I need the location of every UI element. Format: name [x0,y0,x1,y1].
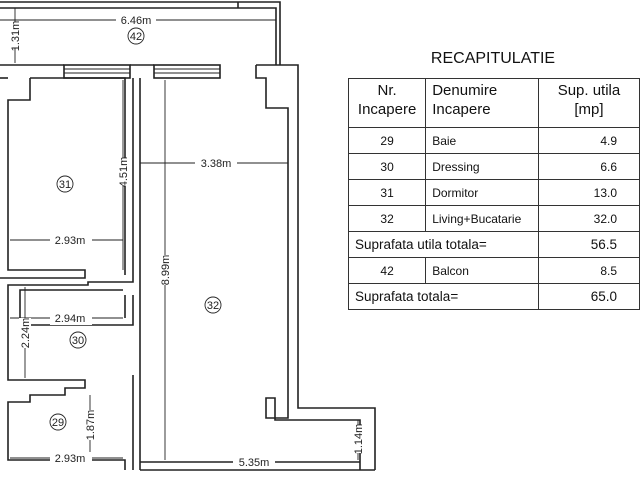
useful-total-label: Suprafata utila totala= [348,231,539,258]
cell-name: Dormitor [425,179,539,206]
header-area: Sup. utila [mp] [537,78,640,128]
cell-area: 4.9 [537,127,640,154]
cell-name: Living+Bucatarie [425,205,539,232]
cell-nr: 42 [347,257,427,284]
dim-bedroom-height: 4.51m [118,157,130,188]
header-nr: Nr. Incapere [347,78,427,128]
useful-total-row: Suprafata utila totala= 56.5 [348,231,640,258]
recap-table: Nr. Incapere Denumire Incapere Sup. util… [347,78,640,310]
cell-area: 32.0 [537,205,640,232]
cell-nr: 30 [347,153,427,180]
table-row: 29 Baie 4.9 [347,127,640,154]
recap-title: RECAPITULATIE [430,50,556,67]
room-tag-42: 42 [130,31,142,43]
window [153,64,221,79]
cell-nr: 32 [347,205,427,232]
table-row: 31 Dormitor 13.0 [347,179,640,206]
dim-bath-height: 1.87m [85,410,97,441]
dim-living-width: 3.38m [201,158,232,170]
dim-bedroom-width: 2.93m [55,235,86,247]
cell-name: Dressing [425,153,539,180]
room-tags: 42 31 32 30 29 [49,27,222,431]
table-header: Nr. Incapere Denumire Incapere Sup. util… [347,78,640,128]
cell-area: 13.0 [537,179,640,206]
total-label: Suprafata totala= [348,283,539,310]
cell-area: 6.6 [537,153,640,180]
room-tag-32: 32 [207,300,219,312]
cell-area: 8.5 [537,257,640,284]
cell-name: Balcon [425,257,539,284]
cell-name: Baie [425,127,539,154]
cell-nr: 31 [347,179,427,206]
table-row: 42 Balcon 8.5 [347,257,640,284]
cell-nr: 29 [347,127,427,154]
total-row: Suprafata totala= 65.0 [348,283,640,310]
dim-bath-width: 2.93m [55,453,86,465]
dim-bottom-width: 5.35m [239,457,270,469]
dim-balcony-depth: 1.31m [10,21,22,52]
room-tag-31: 31 [59,179,71,191]
table-row: 30 Dressing 6.6 [347,153,640,180]
exterior-walls [0,64,376,471]
dim-dressing-width: 2.94m [55,313,86,325]
balcony-walls [0,1,281,65]
dimension-labels: 6.46m 1.31m 4.51m 2.93m 3.38m 8.99m 2.94… [9,13,365,469]
dim-living-height: 8.99m [160,255,172,286]
interior-walls [0,77,141,470]
header-name: Denumire Incapere [425,78,539,128]
useful-total-value: 56.5 [537,231,640,258]
room-tag-30: 30 [72,335,84,347]
room-tag-29: 29 [52,417,64,429]
table-row: 32 Living+Bucatarie 32.0 [347,205,640,232]
dim-bottom-step: 1.14m [353,424,365,455]
dim-dressing-height: 2.24m [20,318,32,349]
total-value: 65.0 [537,283,640,310]
dim-balcony-width: 6.46m [121,15,152,27]
window [63,64,131,79]
